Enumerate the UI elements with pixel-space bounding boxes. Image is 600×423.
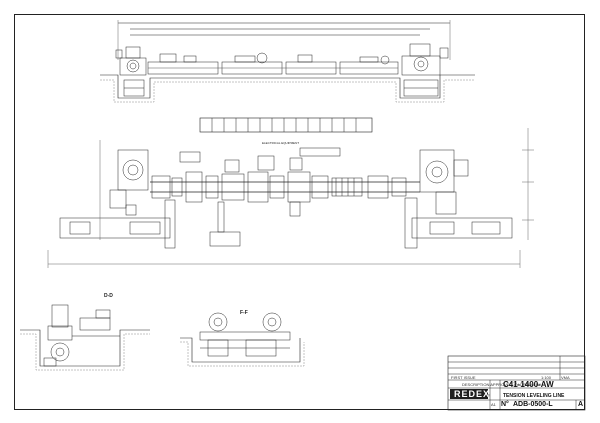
company-logo: REDEX — [450, 389, 491, 399]
elevation-view — [100, 20, 475, 103]
header-row-text: DESCRIPTION APPROVED BY DRAWN BY — [462, 382, 542, 387]
machine-name: TENSION LEVELING LINE — [503, 393, 565, 399]
approver-text: VMA — [561, 375, 570, 380]
scale-text: 1:100 — [541, 375, 552, 380]
first-issue-text: FIRST ISSUE — [451, 375, 476, 380]
company-name: REDEX — [454, 389, 491, 399]
electrical-panel-label: ELECTRICAL EQUIPMENT — [262, 141, 300, 145]
section-d-label: D-D — [104, 293, 113, 299]
section-d-view — [20, 304, 150, 371]
drawing-number: ADB-0500-L — [513, 401, 553, 408]
machine-code: C41-1400-AW — [503, 380, 554, 389]
sheet-format: A1 — [491, 402, 496, 407]
section-f-view — [180, 312, 305, 367]
drawing-number-prefix: N° — [501, 401, 509, 408]
drawing-frame — [14, 14, 585, 410]
plan-view — [47, 117, 534, 268]
revision-letter: A — [578, 401, 584, 408]
section-f-label: F-F — [240, 310, 248, 316]
title-block — [447, 355, 586, 411]
